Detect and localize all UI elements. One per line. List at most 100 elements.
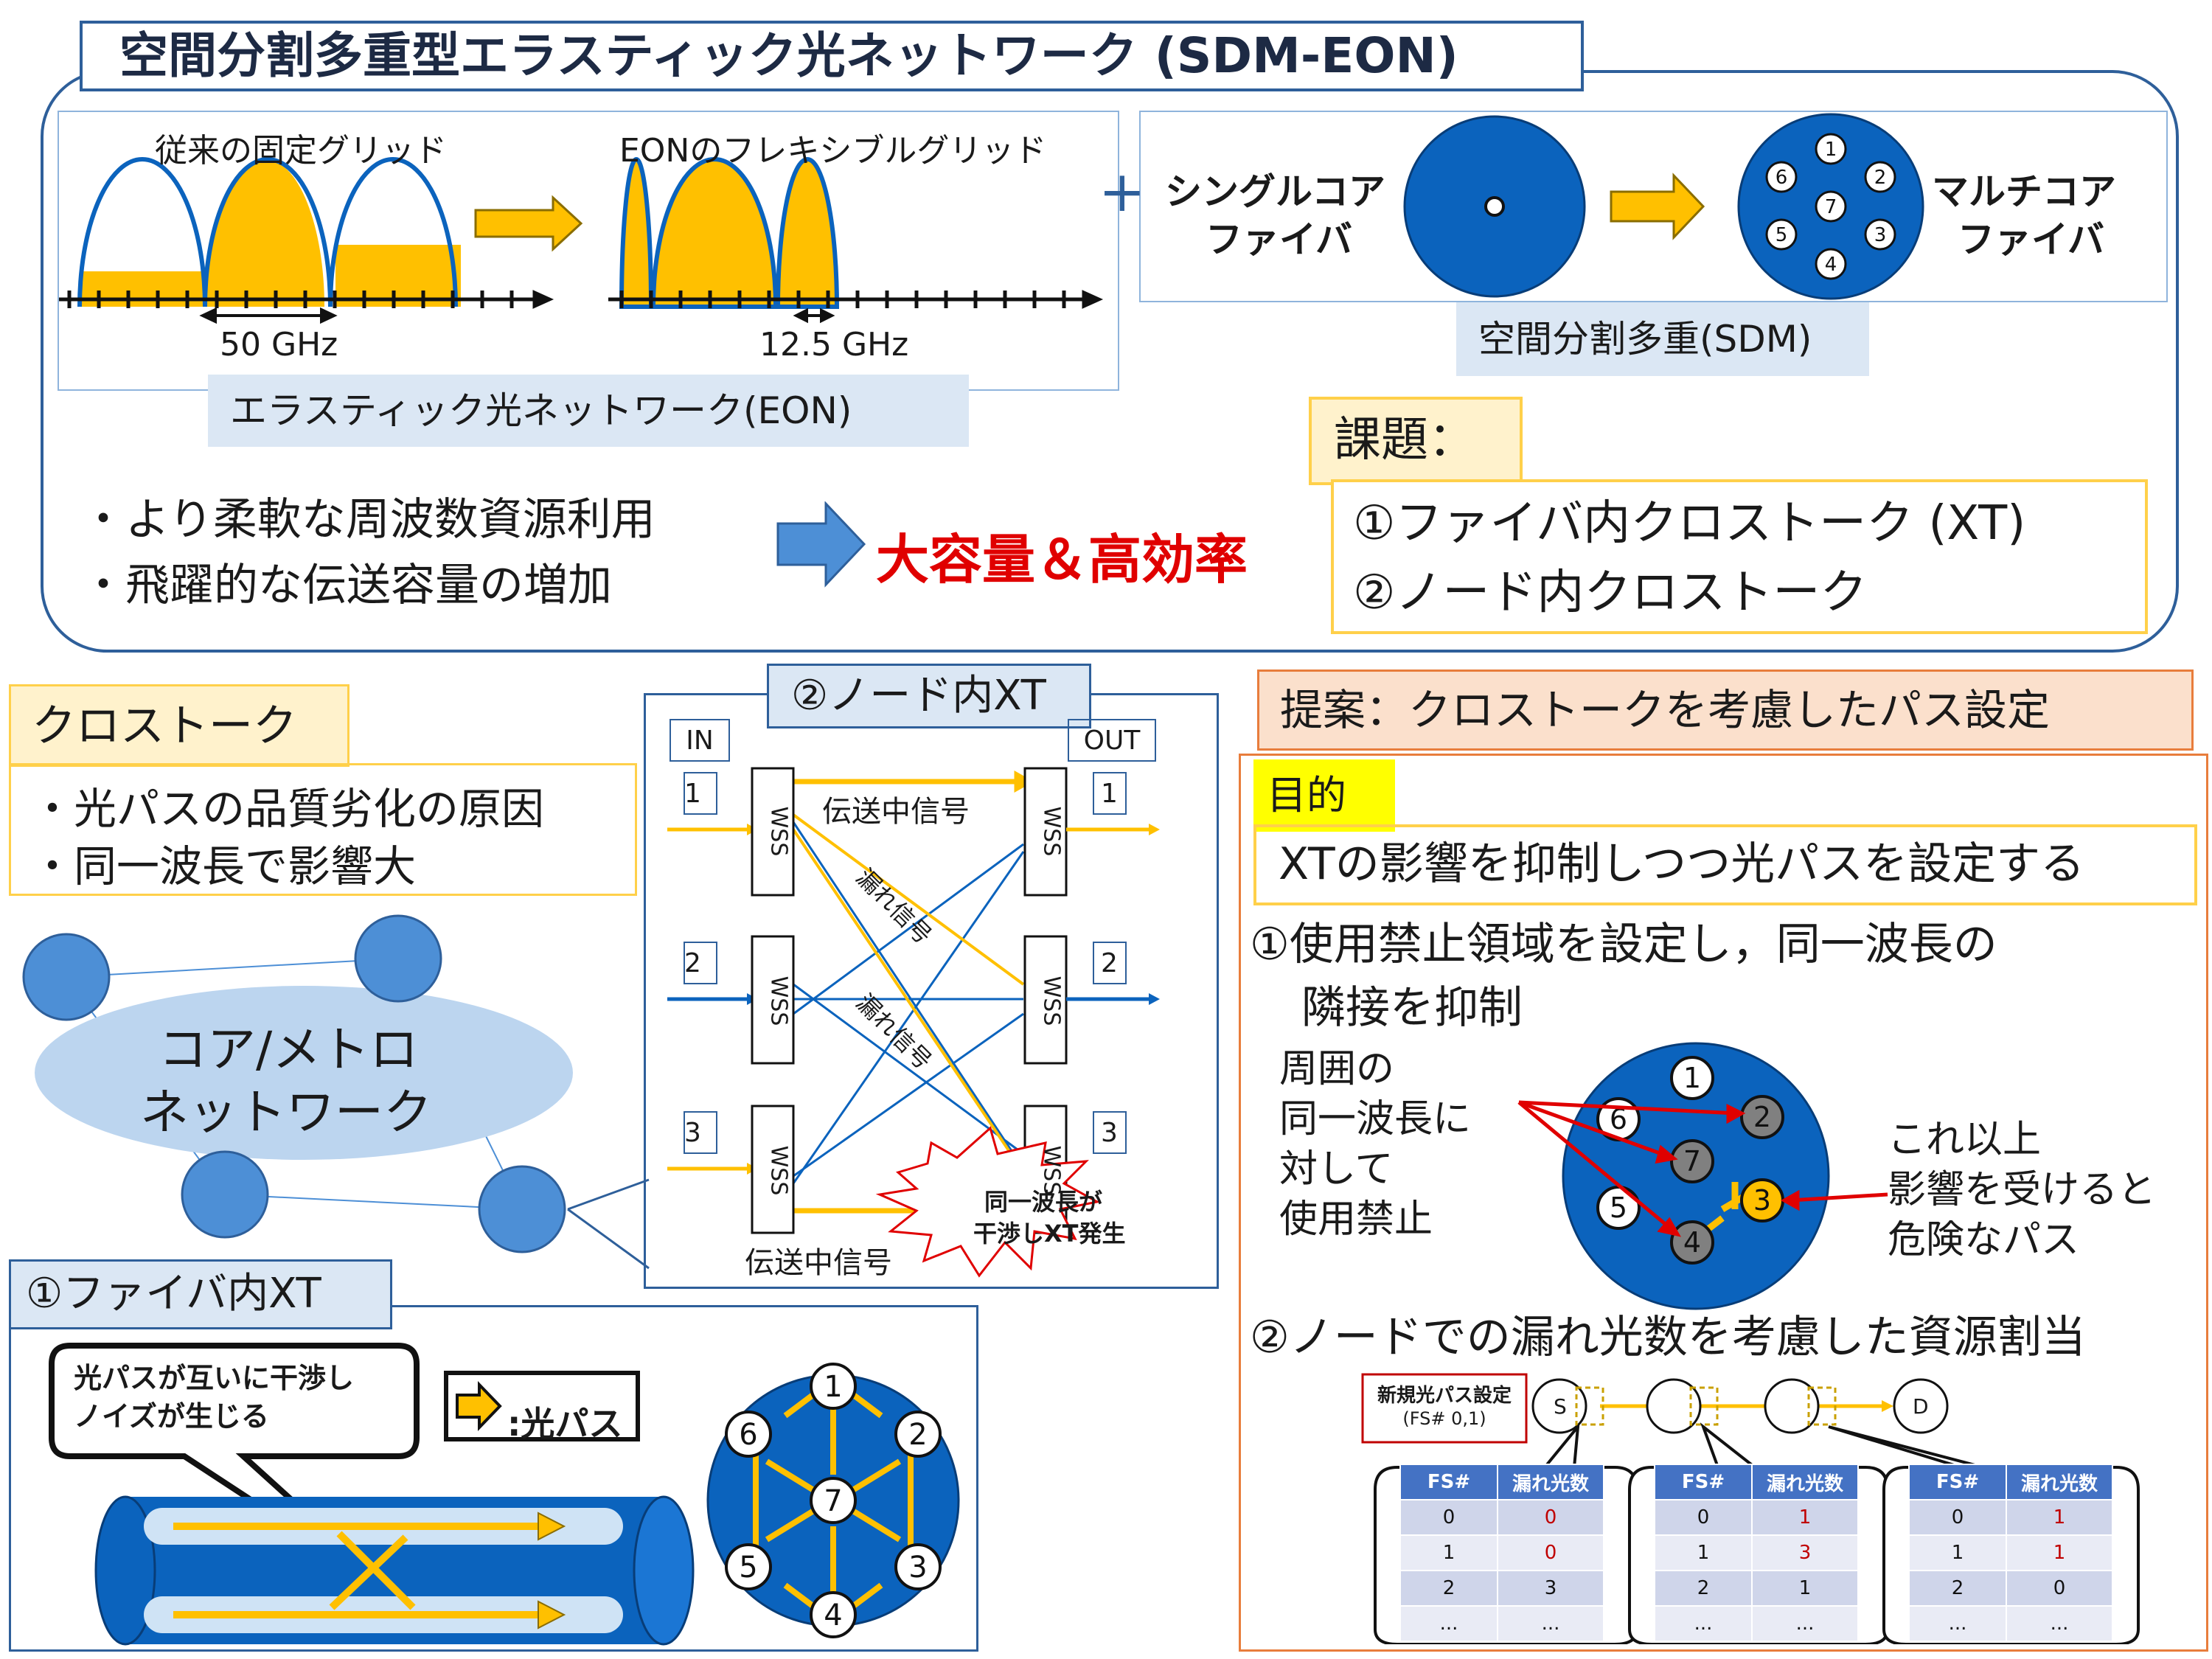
fixed-grid-arcs xyxy=(77,157,458,307)
sdm-label: 空間分割多重(SDM) xyxy=(1456,302,1869,376)
table-cell: 0 xyxy=(1399,1499,1498,1536)
fiber-callout-1: 光パスが互いに干渉し xyxy=(74,1362,355,1394)
sdm-panel xyxy=(1139,111,2168,302)
signal-bottom-label: 伝送中信号 xyxy=(745,1246,892,1280)
core-1: 1 xyxy=(1825,139,1837,161)
new-path-label-2: (FS# 0,1) xyxy=(1402,1408,1486,1429)
main-title: 空間分割多重型エラスティック光ネットワーク (SDM-EON) xyxy=(80,21,1584,91)
wss-label-out-1: WSS xyxy=(1038,806,1065,857)
table-cell: 1 xyxy=(1908,1534,2007,1571)
port-in-2: 2 xyxy=(684,948,701,978)
new-path-box xyxy=(1361,1373,1528,1444)
danger-line-3: 危険なパス xyxy=(1888,1218,2080,1262)
proposal-panel xyxy=(1239,754,2208,1652)
table-cell: 1 xyxy=(1751,1499,1859,1536)
fixed-grid-axis xyxy=(59,290,554,309)
crosstalk-line-1: ・光パスの品質劣化の原因 xyxy=(31,784,545,834)
flex-grid-label: EONのフレキシブルグリッド xyxy=(619,132,1047,170)
port-out-3: 3 xyxy=(1101,1118,1118,1148)
node-xt-title: ②ノード内XT xyxy=(767,664,1091,728)
port-in-3: 3 xyxy=(684,1118,701,1148)
network-label-2: ネットワーク xyxy=(140,1084,432,1141)
svg-text:2: 2 xyxy=(908,1418,927,1452)
table-cell: ... xyxy=(1751,1605,1859,1642)
fiber-xt-title: ①ファイバ内XT xyxy=(9,1259,392,1329)
network-label-1: コア/メトロ xyxy=(159,1021,419,1078)
table-cell: 0 xyxy=(2006,1570,2113,1607)
table-cell: 1 xyxy=(1399,1534,1498,1571)
single-core xyxy=(1484,196,1505,217)
eon-right-arrow xyxy=(474,195,583,252)
node-mid-2 xyxy=(1764,1378,1820,1434)
issues-title: 課題： xyxy=(1309,397,1523,485)
svg-text:4: 4 xyxy=(1683,1226,1701,1259)
eon-label: エラスティック光ネットワーク(EON) xyxy=(208,375,969,447)
benefit-line-1: ・より柔軟な周波数資源利用 xyxy=(81,494,655,546)
core-4: 4 xyxy=(1825,254,1837,276)
core-3: 3 xyxy=(1874,224,1887,246)
proposal-title: 提案：クロストークを考慮したパス設定 xyxy=(1257,669,2194,751)
node-s xyxy=(1531,1378,1587,1434)
table-cell: 1 xyxy=(1654,1534,1753,1571)
plus-sign: + xyxy=(1099,159,1146,224)
sdm-right-arrow xyxy=(1610,173,1705,240)
eon-grid-diagram xyxy=(59,157,1104,324)
multi-core-label-1: マルチコア xyxy=(1932,170,2116,213)
wss-in-3 xyxy=(751,1105,795,1234)
single-core-label-2: ファイバ xyxy=(1206,218,1352,261)
svg-text:4: 4 xyxy=(824,1599,842,1632)
wss-label-out-2: WSS xyxy=(1038,975,1065,1026)
fs-table-header: FS# xyxy=(1908,1464,2007,1500)
flex-grid-fills xyxy=(619,157,840,309)
table-cell: 0 xyxy=(1497,1534,1604,1571)
core-7: 7 xyxy=(1825,196,1837,218)
node-d-label: D xyxy=(1913,1394,1929,1419)
table-row: ...... xyxy=(1654,1605,1859,1642)
wss-in-1 xyxy=(751,767,795,897)
port-in-1: 1 xyxy=(684,779,701,809)
table-cell: 0 xyxy=(1497,1499,1604,1536)
benefit-result: 大容量＆高効率 xyxy=(876,529,1248,591)
signal-top-label: 伝送中信号 xyxy=(822,795,970,829)
node-in-label: IN xyxy=(669,719,730,762)
fs-table-header: FS# xyxy=(1654,1464,1753,1500)
node-xt-diagram xyxy=(667,767,1160,1278)
wss-label-in-3: WSS xyxy=(765,1145,792,1196)
wss-label-in-2: WSS xyxy=(765,975,792,1026)
fs-table-header: 漏れ光数 xyxy=(1751,1464,1859,1500)
xt-burst xyxy=(875,1126,1101,1278)
table-cell: ... xyxy=(1399,1605,1498,1642)
table-cell: 2 xyxy=(1908,1570,2007,1607)
svg-text:1: 1 xyxy=(824,1370,842,1404)
ban-line-3: 対して xyxy=(1279,1147,1394,1192)
table-cell: ... xyxy=(2006,1605,2113,1642)
network-node-2 xyxy=(354,914,442,1003)
benefit-line-2: ・飛躍的な伝送容量の増加 xyxy=(81,560,612,611)
table-cell: ... xyxy=(1497,1605,1604,1642)
crosstalk-box xyxy=(9,763,637,896)
fiber-xt-panel xyxy=(9,1305,978,1652)
table-cell: 1 xyxy=(1751,1570,1859,1607)
burst-label-2: 干渉しXT発生 xyxy=(973,1220,1126,1248)
port-out-2: 2 xyxy=(1101,948,1118,978)
network-node-4 xyxy=(478,1165,566,1253)
crosstalk-line-2: ・同一波長で影響大 xyxy=(31,841,417,891)
step1-line1: ①使用禁止領域を設定し，同一波長の xyxy=(1250,919,1997,970)
port-out-1: 1 xyxy=(1101,779,1118,809)
flex-spacing-arrow xyxy=(793,307,835,324)
table-row: ...... xyxy=(1399,1605,1604,1642)
core-6: 6 xyxy=(1775,167,1788,189)
flex-spacing-label: 12.5 GHz xyxy=(759,326,909,364)
ban-line-2: 同一波長に xyxy=(1279,1097,1472,1141)
multi-core-label-2: ファイバ xyxy=(1958,218,2104,261)
